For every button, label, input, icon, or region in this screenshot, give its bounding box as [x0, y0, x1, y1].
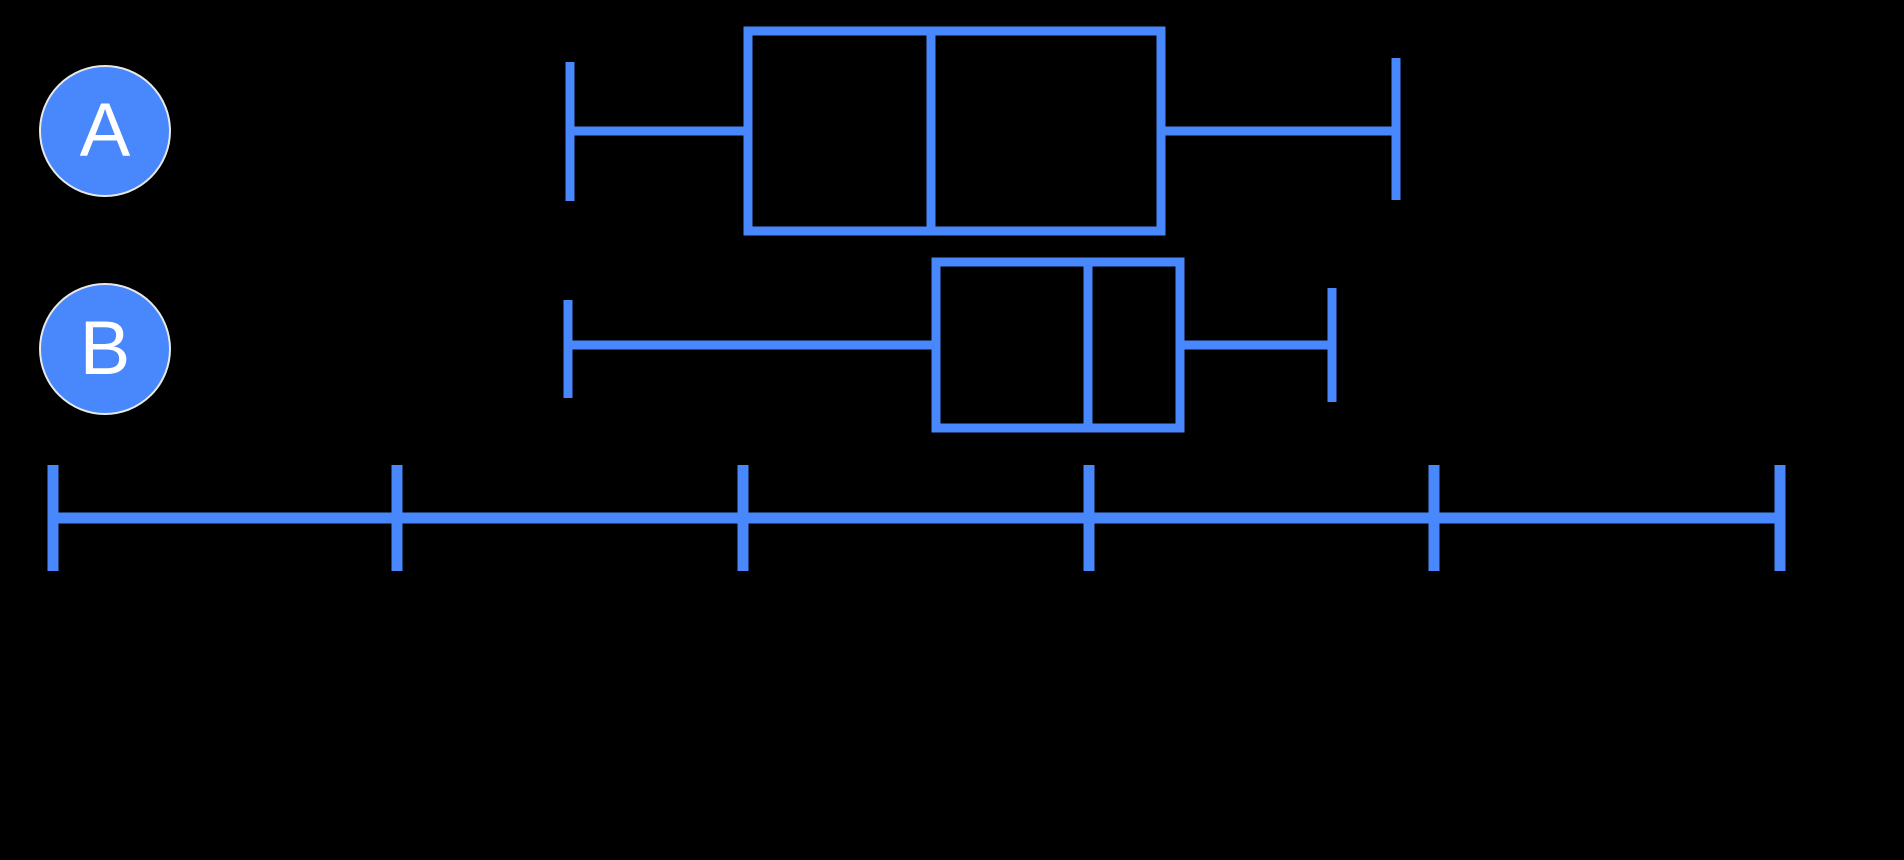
group-badge-b-label: B	[79, 306, 131, 391]
group-badge-a[interactable]: A	[39, 65, 171, 197]
box-a[interactable]	[743, 26, 1166, 236]
x-axis[interactable]	[47, 465, 1786, 571]
box-b[interactable]	[931, 257, 1185, 433]
group-badge-a-label: A	[79, 88, 131, 173]
boxplot-series-a[interactable]	[565, 26, 1401, 236]
boxplot-series-b[interactable]	[563, 257, 1337, 433]
group-badge-b[interactable]: B	[39, 283, 171, 415]
